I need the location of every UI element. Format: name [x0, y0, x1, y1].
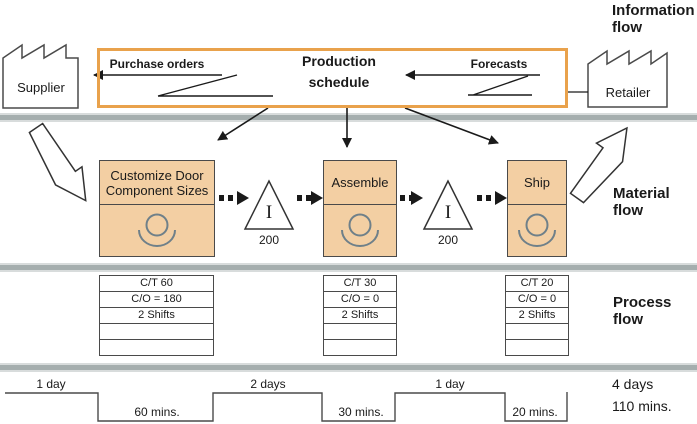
- inventory-triangle-1: [243, 179, 295, 230]
- data-row: 2 Shifts: [324, 307, 396, 323]
- push-arrow-heads: [237, 191, 507, 205]
- inventory-symbol: I: [265, 202, 273, 223]
- data-row: C/O = 0: [324, 291, 396, 307]
- inventory-quantity: 200: [258, 233, 280, 247]
- material-flow-label: Material flow: [613, 185, 670, 219]
- timeline-step-line: [5, 392, 568, 422]
- operator-icon: [518, 213, 556, 247]
- retailer-label: Retailer: [605, 85, 651, 100]
- data-row: [100, 323, 213, 339]
- timeline-segment-label: 20 mins.: [512, 405, 558, 419]
- electronic-info-zigzag-right: [468, 75, 532, 96]
- process-name: Customize Door Component Sizes: [100, 161, 214, 205]
- divider-bar-top: [0, 113, 697, 122]
- timeline-segment-label: 2 days: [250, 377, 286, 391]
- operator-icon: [138, 213, 176, 247]
- data-row: C/O = 180: [100, 291, 213, 307]
- process-name: Ship: [508, 161, 566, 205]
- data-row: [324, 323, 396, 339]
- retailer-factory-icon: [587, 49, 668, 108]
- production-schedule-box: [97, 48, 568, 108]
- timeline-segment-label: 30 mins.: [338, 405, 384, 419]
- timeline-segment-label: 60 mins.: [134, 405, 180, 419]
- process-flow-label: Process flow: [613, 294, 672, 328]
- inventory-triangle-2: [422, 179, 474, 230]
- process-box-customize: Customize Door Component Sizes: [99, 160, 215, 257]
- purchase-orders-label: Purchase orders: [109, 57, 205, 71]
- supplier-factory-icon: [2, 43, 79, 109]
- timeline-total-minutes: 110 mins.: [612, 398, 672, 414]
- inbound-material-arrow: [28, 122, 87, 202]
- timeline-segment-label: 1 day: [36, 377, 66, 391]
- timeline-segment-label: 1 day: [435, 377, 465, 391]
- data-row: [506, 339, 568, 355]
- data-row: [324, 339, 396, 355]
- process-box-assemble: Assemble: [323, 160, 397, 257]
- data-box-assemble: C/T 30 C/O = 0 2 Shifts: [323, 275, 397, 356]
- information-flow-label: Information flow: [612, 2, 695, 36]
- timeline-total-days: 4 days: [612, 376, 654, 392]
- electronic-info-zigzag-left: [157, 74, 273, 97]
- data-row: C/T 20: [520, 277, 554, 289]
- inventory-symbol: I: [444, 202, 452, 223]
- data-box-ship: C/T 20 C/O = 0 2 Shifts: [505, 275, 569, 356]
- production-schedule-label: Production schedule: [302, 53, 376, 90]
- outbound-material-arrow: [569, 126, 628, 204]
- data-row: C/T 30: [343, 277, 377, 289]
- data-row: 2 Shifts: [506, 307, 568, 323]
- operator-icon: [341, 213, 379, 247]
- data-row: [506, 323, 568, 339]
- divider-bar-bottom: [0, 363, 697, 372]
- divider-bar-middle: [0, 263, 697, 272]
- data-box-customize: C/T 60 C/O = 180 2 Shifts: [99, 275, 214, 356]
- inventory-quantity: 200: [437, 233, 459, 247]
- forecasts-label: Forecasts: [470, 57, 528, 71]
- data-row: 2 Shifts: [100, 307, 213, 323]
- supplier-label: Supplier: [17, 80, 65, 95]
- process-name: Assemble: [324, 161, 396, 205]
- schedule-arrow-customize: [217, 107, 269, 141]
- data-row: [100, 339, 213, 355]
- process-box-ship: Ship: [507, 160, 567, 257]
- data-row: C/T 60: [140, 277, 173, 289]
- schedule-arrow-ship: [404, 107, 499, 145]
- data-row: C/O = 0: [506, 291, 568, 307]
